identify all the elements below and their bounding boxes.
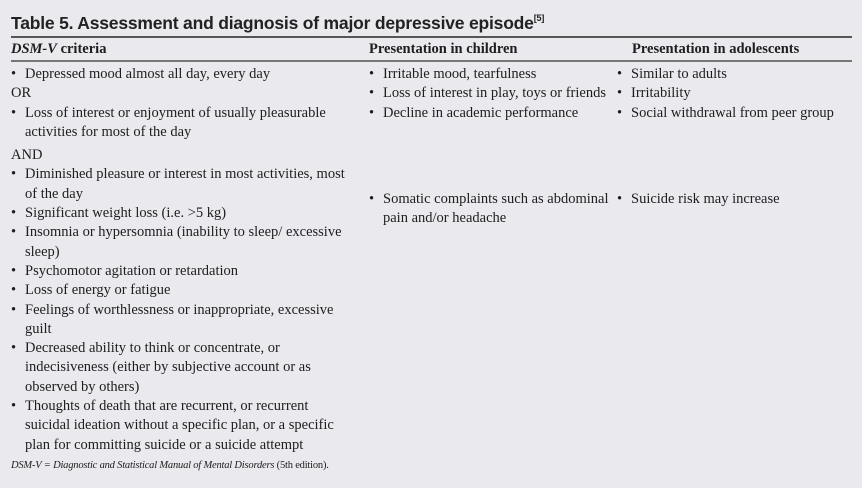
or-connector: OR xyxy=(11,85,32,102)
footnote-abbr: DSM-V xyxy=(11,460,42,471)
list-item-text: Loss of energy or fatigue xyxy=(25,282,171,299)
list-item: • Irritability xyxy=(617,84,857,103)
bullet-icon: • xyxy=(369,190,375,207)
list-item: • Depressed mood almost all day, every da… xyxy=(11,65,351,84)
header-dsm-criteria: DSM-V criteria xyxy=(11,41,106,58)
list-item: • Diminished pleasure or interest in most… xyxy=(11,165,351,204)
and-connector: AND xyxy=(11,147,43,164)
bullet-icon: • xyxy=(11,282,17,299)
list-item: • Insomnia or hypersomnia (inability to s… xyxy=(11,223,351,262)
footnote-expansion: Diagnostic and Statistical Manual of Men… xyxy=(53,460,275,471)
footnote-equals: = xyxy=(41,460,54,471)
list-item-text: Irritable mood, tearfulness xyxy=(383,66,537,82)
footnote-edition: (5th edition). xyxy=(274,460,329,471)
list-item: • Psychomotor agitation or retardation xyxy=(11,262,351,281)
list-item-text: Insomnia or hypersomnia (inability to sl… xyxy=(25,224,342,260)
list-item: • Significant weight loss (i.e. >5 kg) xyxy=(11,204,351,223)
list-item: • Decreased ability to think or concentra… xyxy=(11,339,351,397)
list-item-text: Depressed mood almost all day, every day xyxy=(25,66,271,82)
bullet-icon: • xyxy=(11,205,17,222)
bullet-icon: • xyxy=(369,85,375,102)
list-item: • Feelings of worthlessness or inappropri… xyxy=(11,301,351,340)
children-column: • Irritable mood, tearfulness • Loss of in… xyxy=(369,65,619,228)
table-footnote: DSM-V = Diagnostic and Statistical Manua… xyxy=(11,460,329,471)
bullet-icon: • xyxy=(11,398,17,415)
bullet-icon: • xyxy=(369,104,375,121)
header-children: Presentation in children xyxy=(369,41,518,57)
list-item-text: Decline in academic performance xyxy=(383,104,579,121)
bullet-icon: • xyxy=(11,104,17,121)
list-item-text: Loss of interest in play, toys or friend… xyxy=(383,85,606,102)
list-item: • Loss of interest or enjoyment of usuall… xyxy=(11,104,351,143)
list-item-text: Psychomotor agitation or retardation xyxy=(25,262,239,279)
reference-marker: [5] xyxy=(533,13,545,23)
bullet-icon: • xyxy=(369,66,375,82)
list-item: • Social withdrawal from peer group xyxy=(617,104,857,123)
list-item: • Thoughts of death that are recurrent, o… xyxy=(11,397,351,455)
bullet-icon: • xyxy=(617,104,623,121)
bullet-icon: • xyxy=(11,301,17,318)
table-title: Table 5. Assessment and diagnosis of maj… xyxy=(11,13,544,34)
bullet-icon: • xyxy=(11,166,17,183)
bullet-icon: • xyxy=(11,224,17,241)
list-item-text: Thoughts of death that are recurrent, or… xyxy=(25,398,334,453)
list-item-text: Somatic complaints such as abdominal pai… xyxy=(383,190,609,227)
list-item-text: Similar to adults xyxy=(631,66,727,82)
header-dsm-abbr: DSM-V xyxy=(11,41,57,57)
list-item-text: Irritability xyxy=(631,85,691,102)
bullet-icon: • xyxy=(617,66,623,82)
dsm-criteria-column: • Depressed mood almost all day, every da… xyxy=(11,65,351,455)
list-item: • Somatic complaints such as abdominal pa… xyxy=(369,190,619,229)
header-rule xyxy=(11,60,852,62)
bullet-icon: • xyxy=(11,262,17,279)
bullet-icon: • xyxy=(617,190,623,207)
list-item: • Loss of energy or fatigue xyxy=(11,281,351,300)
list-item-text: Social withdrawal from peer group xyxy=(631,104,834,121)
top-rule xyxy=(11,36,852,38)
list-item-text: Feelings of worthlessness or inappropria… xyxy=(25,301,334,337)
list-item: • Decline in academic performance xyxy=(369,104,619,123)
list-item: • Suicide risk may increase xyxy=(617,190,857,209)
header-dsm-rest: criteria xyxy=(56,41,107,57)
bullet-icon: • xyxy=(11,340,17,357)
list-item-text: Diminished pleasure or interest in most … xyxy=(25,166,345,202)
bullet-icon: • xyxy=(617,85,623,102)
header-adolescents: Presentation in adolescents xyxy=(632,41,800,57)
bullet-icon: • xyxy=(11,66,17,82)
list-item-text: Significant weight loss (i.e. >5 kg) xyxy=(25,205,227,222)
adolescents-column: • Similar to adults • Irritability • Social… xyxy=(617,65,857,209)
list-item-text: Suicide risk may increase xyxy=(631,190,780,207)
list-item: • Irritable mood, tearfulness xyxy=(369,65,619,84)
list-item: • Similar to adults xyxy=(617,65,857,84)
list-item: • Loss of interest in play, toys or frien… xyxy=(369,84,619,103)
list-item-text: Loss of interest or enjoyment of usually… xyxy=(25,104,326,140)
list-item-text: Decreased ability to think or concentrat… xyxy=(25,340,311,395)
table-title-text: Table 5. Assessment and diagnosis of maj… xyxy=(11,13,534,33)
